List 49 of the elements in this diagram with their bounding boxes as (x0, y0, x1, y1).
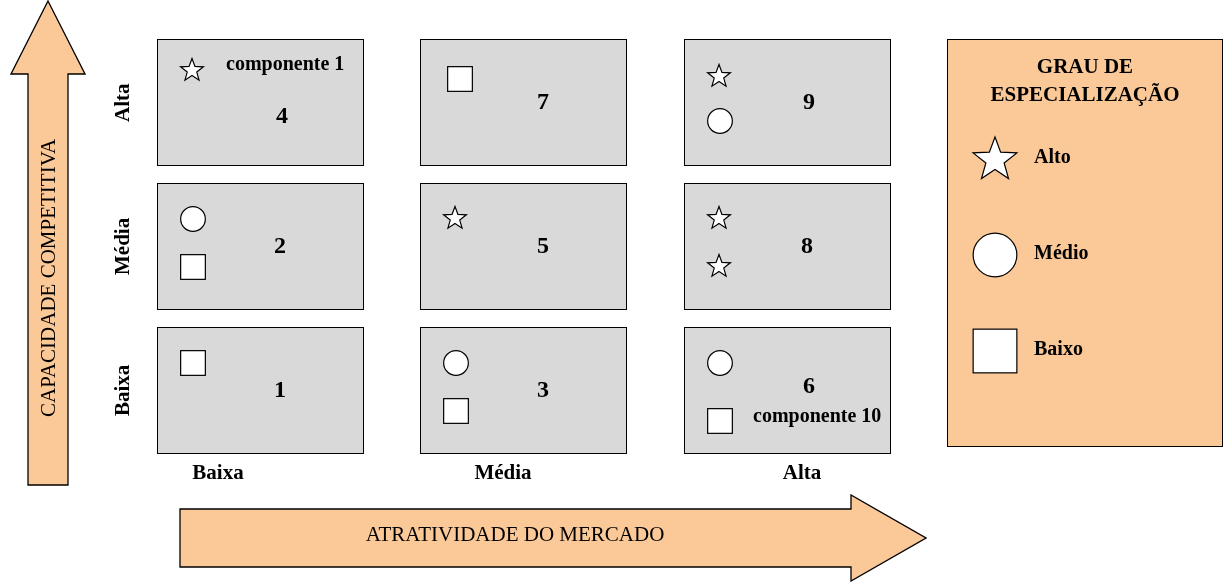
legend-label: Baixo (1034, 337, 1083, 360)
star-icon (180, 58, 204, 82)
matrix-cell (684, 39, 891, 166)
circle-icon (180, 206, 206, 232)
component-label: componente 1 (226, 52, 345, 75)
legend-label: Alto (1034, 145, 1071, 168)
star-icon (707, 254, 731, 278)
matrix-cell (420, 327, 627, 454)
arrow-label: ATRATIVIDADE DO MERCADO (364, 522, 666, 547)
square-icon (707, 408, 733, 434)
cell-number: 6 (803, 372, 815, 399)
row-label: Baixa (110, 363, 135, 419)
square-icon (180, 350, 206, 376)
row-label: Média (110, 216, 135, 278)
circle-icon (707, 108, 733, 134)
block-arrow (10, 0, 86, 486)
matrix-cell (420, 39, 627, 166)
square-icon (447, 66, 473, 92)
column-label: Alta (781, 460, 823, 485)
matrix-cell (684, 183, 891, 310)
column-label: Média (473, 460, 533, 485)
matrix-cell (157, 183, 364, 310)
square-icon (180, 254, 206, 280)
cell-number: 3 (537, 376, 549, 403)
legend-title: GRAU DE ESPECIALIZAÇÃO (989, 53, 1181, 108)
row-label: Alta (110, 82, 135, 124)
matrix-cell (157, 39, 364, 166)
cell-number: 1 (274, 376, 286, 403)
cell-number: 8 (801, 232, 813, 259)
star-icon (707, 206, 731, 230)
cell-number: 4 (276, 102, 288, 129)
cell-number: 2 (274, 232, 286, 259)
star-icon (707, 64, 731, 88)
arrow-label: CAPACIDADE COMPETITIVA (36, 137, 61, 420)
star-icon (443, 206, 467, 230)
matrix-cell (157, 327, 364, 454)
block-arrow (179, 494, 927, 582)
matrix-cell (420, 183, 627, 310)
square-icon (443, 398, 469, 424)
cell-number: 7 (537, 88, 549, 115)
column-label: Baixa (191, 460, 245, 485)
legend-label: Médio (1034, 241, 1089, 264)
cell-number: 5 (537, 232, 549, 259)
legend-panel (947, 39, 1223, 447)
component-label: componente 10 (753, 404, 882, 427)
cell-number: 9 (803, 88, 815, 115)
matrix-cell (684, 327, 891, 454)
circle-icon (707, 350, 733, 376)
circle-icon (443, 350, 469, 376)
